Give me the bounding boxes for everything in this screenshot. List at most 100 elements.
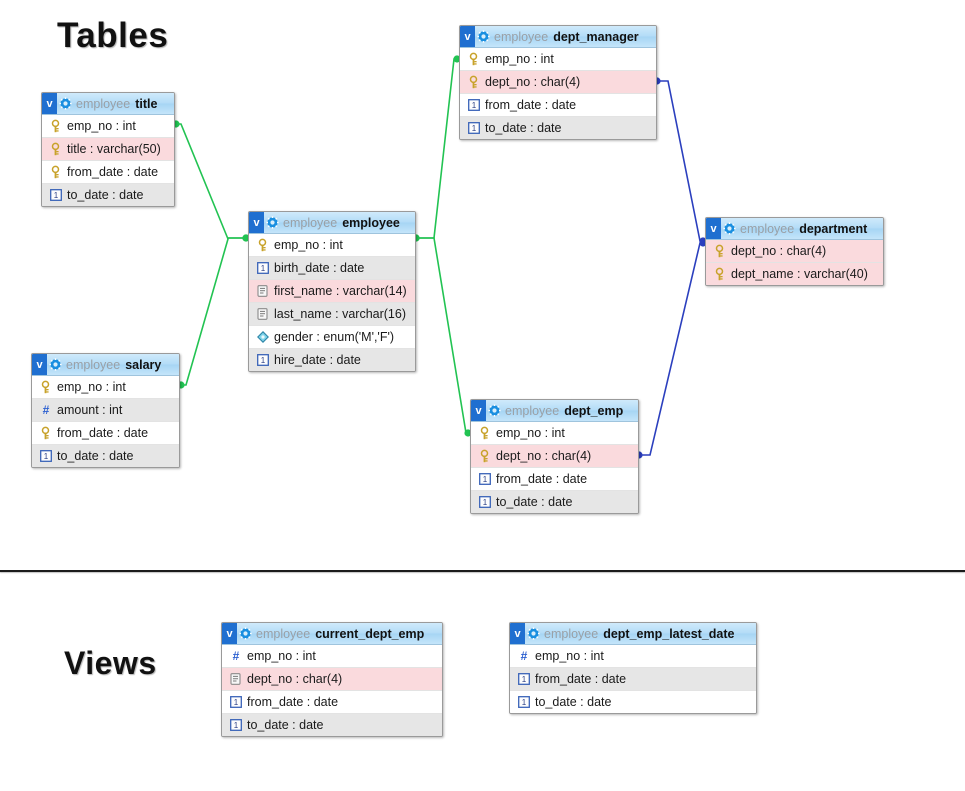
entity-schema-dept_emp_latest_date: employee <box>544 626 599 641</box>
field-label: first_name : varchar(14) <box>274 284 407 298</box>
calendar-icon: 1 <box>465 97 482 113</box>
field-row[interactable]: 1 from_date : date <box>222 691 442 714</box>
entity-name-dept_manager: dept_manager <box>553 29 639 44</box>
field-label: emp_no : int <box>485 52 554 66</box>
v-badge-icon: v <box>222 623 237 644</box>
key-icon <box>254 237 271 253</box>
gear-icon <box>59 97 72 110</box>
field-row[interactable]: #emp_no : int <box>222 645 442 668</box>
field-row[interactable]: dept_no : char(4) <box>460 71 656 94</box>
text-field-icon <box>230 673 241 685</box>
field-row[interactable]: emp_no : int <box>42 115 174 138</box>
field-list-title: emp_no : int title : varchar(50) from_date… <box>42 115 174 206</box>
v-badge-icon: v <box>32 354 47 375</box>
key-icon <box>711 243 728 259</box>
field-row[interactable]: dept_no : char(4) <box>471 445 638 468</box>
calendar-icon: 1 <box>229 696 242 708</box>
field-row[interactable]: first_name : varchar(14) <box>249 280 415 303</box>
svg-text:1: 1 <box>53 191 58 200</box>
field-row[interactable]: emp_no : int <box>32 376 179 399</box>
field-row[interactable]: emp_no : int <box>460 48 656 71</box>
field-row[interactable]: dept_no : char(4) <box>222 668 442 691</box>
key-icon <box>258 238 267 251</box>
field-row[interactable]: last_name : varchar(16) <box>249 303 415 326</box>
field-label: title : varchar(50) <box>67 142 161 156</box>
svg-text:1: 1 <box>260 264 265 273</box>
gear-icon <box>47 354 64 375</box>
gear-icon <box>57 93 74 114</box>
key-icon <box>476 425 493 441</box>
calendar-icon: 1 <box>465 120 482 136</box>
field-label: dept_no : char(4) <box>485 75 581 89</box>
hash-icon: # <box>232 649 239 663</box>
hash-icon: # <box>37 402 54 418</box>
field-row[interactable]: #amount : int <box>32 399 179 422</box>
gear-icon <box>721 218 738 239</box>
svg-text:#: # <box>42 403 49 417</box>
hash-icon: # <box>515 648 532 664</box>
calendar-icon: 1 <box>37 448 54 464</box>
field-row[interactable]: title : varchar(50) <box>42 138 174 161</box>
gear-icon <box>239 627 252 640</box>
field-row[interactable]: dept_no : char(4) <box>706 240 883 263</box>
relation-deptemp-department <box>635 239 707 459</box>
field-row[interactable]: #emp_no : int <box>510 645 756 668</box>
calendar-icon: 1 <box>478 473 491 485</box>
gear-icon <box>486 400 503 421</box>
hash-icon: # <box>227 648 244 664</box>
field-row[interactable]: emp_no : int <box>249 234 415 257</box>
entity-schema-employee: employee <box>283 215 338 230</box>
gear-icon <box>266 216 279 229</box>
field-row[interactable]: emp_no : int <box>471 422 638 445</box>
field-row[interactable]: from_date : date <box>32 422 179 445</box>
calendar-icon: 1 <box>467 99 480 111</box>
field-row[interactable]: dept_name : varchar(40) <box>706 263 883 285</box>
field-row[interactable]: 1 from_date : date <box>471 468 638 491</box>
entity-name-dept_emp: dept_emp <box>564 403 624 418</box>
field-label: from_date : date <box>57 426 149 440</box>
field-row[interactable]: from_date : date <box>42 161 174 184</box>
field-row[interactable]: gender : enum('M','F') <box>249 326 415 349</box>
entity-name-dept_emp_latest_date: dept_emp_latest_date <box>603 626 735 641</box>
svg-text:1: 1 <box>260 356 265 365</box>
entity-name-salary: salary <box>125 357 162 372</box>
field-label: to_date : date <box>247 718 324 732</box>
field-label: dept_name : varchar(40) <box>731 267 868 281</box>
key-icon <box>480 426 489 439</box>
field-label: from_date : date <box>496 472 588 486</box>
entity-name-title: title <box>135 96 158 111</box>
calendar-icon: 1 <box>47 187 64 203</box>
key-icon <box>480 449 489 462</box>
field-label: from_date : date <box>247 695 339 709</box>
calendar-icon: 1 <box>517 673 530 685</box>
